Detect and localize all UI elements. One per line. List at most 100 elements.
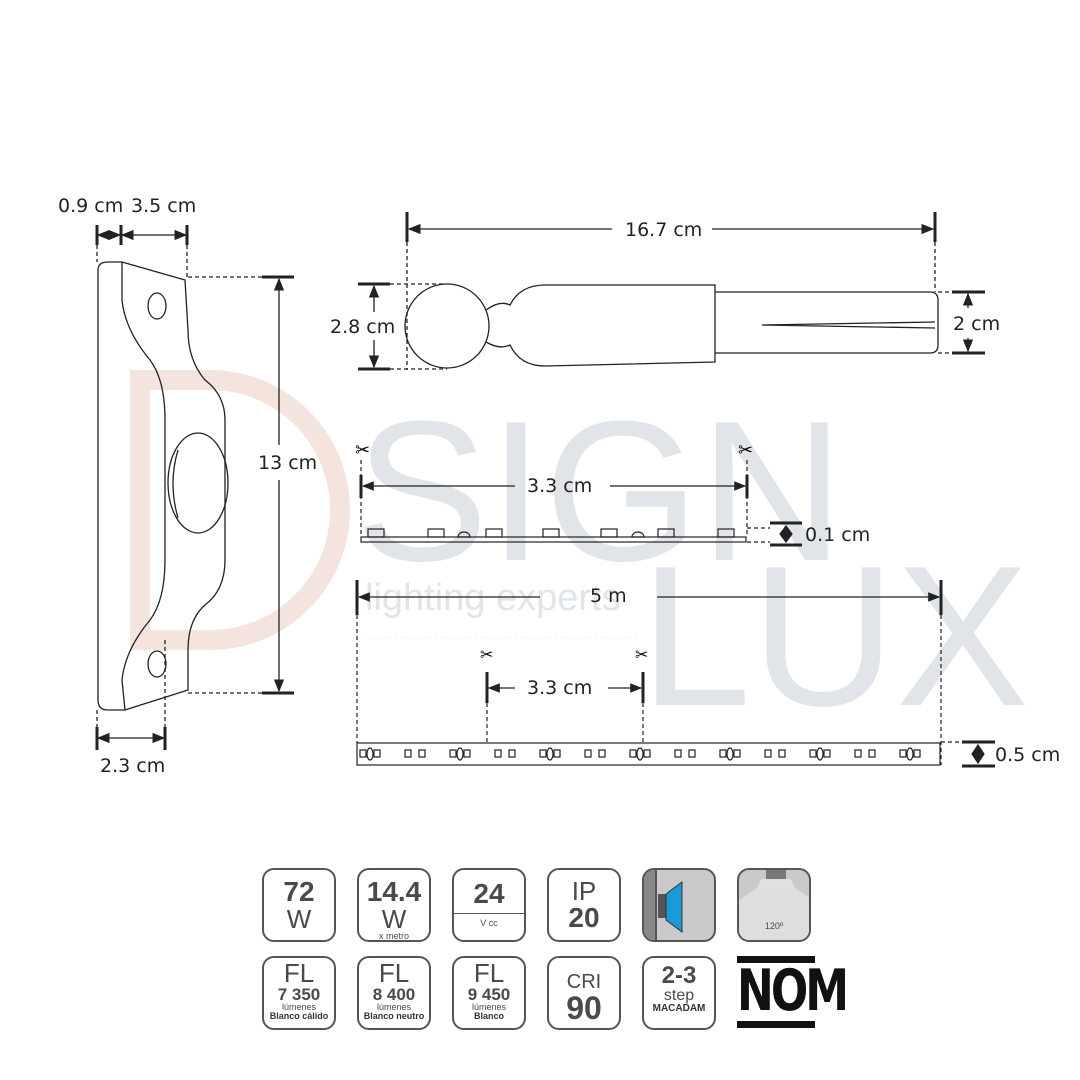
mounting-bracket-drawing — [97, 261, 229, 711]
led-chip — [418, 749, 426, 758]
watermark-tagline: lighting experts — [365, 577, 621, 619]
resistor — [906, 747, 914, 761]
spec-ip-rating: IP 20 — [547, 868, 621, 942]
dim-connector-length: 16.7 cm — [625, 219, 702, 241]
scissors-icon: ✂ — [480, 645, 493, 664]
led-chip — [542, 528, 560, 538]
led-chip — [629, 749, 637, 758]
led-chip — [809, 749, 817, 758]
spec-unit: lúmenes — [376, 1002, 412, 1012]
led-chip — [899, 749, 907, 758]
led-chip — [778, 749, 786, 758]
spec-total-power: 72 W — [262, 868, 336, 942]
spec-macadam: 2-3 step MACADAM — [642, 956, 716, 1030]
led-chip — [494, 749, 502, 758]
resistor — [546, 747, 554, 761]
led-chip — [553, 749, 561, 758]
dim-strip-length: 5 m — [590, 585, 627, 607]
led-chip — [733, 749, 741, 758]
spec-unit: W — [381, 904, 407, 934]
watermark: SIGN LUX lighting experts — [130, 370, 1029, 748]
led-chip — [688, 749, 696, 758]
led-chip — [539, 749, 547, 758]
spec-value: 7 350 — [277, 985, 321, 1004]
dim-strip-width: 0.5 cm — [995, 744, 1060, 766]
spec-voltage: 24 V cc — [452, 868, 526, 942]
spec-value: 72 — [283, 876, 315, 907]
scissors-icon: ✂ — [355, 440, 370, 461]
spec-unit: W — [286, 904, 312, 934]
bracket-dimension-lines — [95, 225, 294, 752]
led-chip — [657, 528, 675, 538]
nom-logo-text: NOM — [737, 958, 849, 1025]
led-chip — [404, 749, 412, 758]
scissors-icon: ✂ — [635, 645, 648, 664]
spec-note: Blanco cálido — [269, 1011, 329, 1021]
led-chip — [600, 528, 618, 538]
spec-label: FL — [473, 958, 505, 988]
dim-bracket-base: 2.3 cm — [100, 755, 165, 777]
spec-value: 2-3 — [661, 962, 697, 989]
spec-value: 9 450 — [467, 985, 511, 1004]
led-chip — [584, 749, 592, 758]
strip-top-view — [355, 580, 995, 768]
dim-strip-thickness: 0.1 cm — [805, 524, 870, 546]
surface-mount-icon — [642, 868, 716, 942]
spec-label: IP — [571, 876, 597, 906]
spec-value: 90 — [566, 990, 602, 1026]
spec-value: 24 — [454, 880, 524, 914]
dim-bracket-edge: 0.9 cm — [58, 195, 123, 217]
spec-note: Blanco — [473, 1011, 504, 1021]
spec-value: 14.4 — [366, 876, 422, 907]
watermark-brand-top: SIGN — [355, 380, 844, 603]
spec-unit: lúmenes — [471, 1002, 507, 1012]
led-chip — [367, 528, 385, 538]
led-chip — [674, 749, 682, 758]
led-chip — [643, 749, 651, 758]
led-chip — [427, 528, 445, 538]
spec-label: step — [663, 987, 695, 1004]
spec-unit: V cc — [480, 918, 498, 928]
spec-note: MACADAM — [652, 1003, 706, 1014]
led-chip — [598, 749, 606, 758]
spec-unit: lúmenes — [281, 1002, 317, 1012]
resistor — [366, 747, 374, 761]
led-chip — [764, 749, 772, 758]
connector-dimension-lines — [358, 212, 985, 371]
resistor — [631, 531, 645, 538]
led-chip — [823, 749, 831, 758]
spec-label: FL — [378, 958, 410, 988]
spec-power-per-meter: 14.4 W x metro — [357, 868, 431, 942]
led-chip — [359, 749, 367, 758]
dim-cut-interval-side: 3.3 cm — [527, 475, 592, 497]
resistor — [816, 747, 824, 761]
nom-certification-logo: NOM — [737, 956, 849, 1034]
scissors-icon: ✂ — [738, 440, 753, 461]
dim-connector-body: 2 cm — [953, 313, 1000, 335]
led-chip — [868, 749, 876, 758]
spec-value: 20 — [568, 902, 600, 933]
resistor — [726, 747, 734, 761]
strip-side-view — [359, 460, 802, 547]
led-chip — [913, 749, 921, 758]
beam-angle-label: 120º — [764, 921, 784, 931]
spec-label: FL — [283, 958, 315, 988]
led-chip — [717, 528, 735, 538]
led-chip — [463, 749, 471, 758]
spec-value: 8 400 — [372, 985, 416, 1004]
resistor — [457, 531, 471, 538]
spec-lumens-warm: FL 7 350 lúmenes Blanco cálido — [262, 956, 336, 1030]
beam-angle-icon: 120º — [737, 868, 811, 942]
dim-bracket-height: 13 cm — [258, 452, 317, 474]
resistor — [636, 747, 644, 761]
resistor — [456, 747, 464, 761]
connector-drawing — [404, 283, 939, 369]
spec-note: Blanco neutro — [363, 1011, 425, 1021]
led-chip — [485, 528, 503, 538]
led-chip — [854, 749, 862, 758]
dim-bracket-width: 3.5 cm — [131, 195, 196, 217]
spec-label: CRI — [566, 971, 602, 993]
led-chip — [449, 749, 457, 758]
watermark-brand-bottom: LUX — [640, 525, 1029, 748]
